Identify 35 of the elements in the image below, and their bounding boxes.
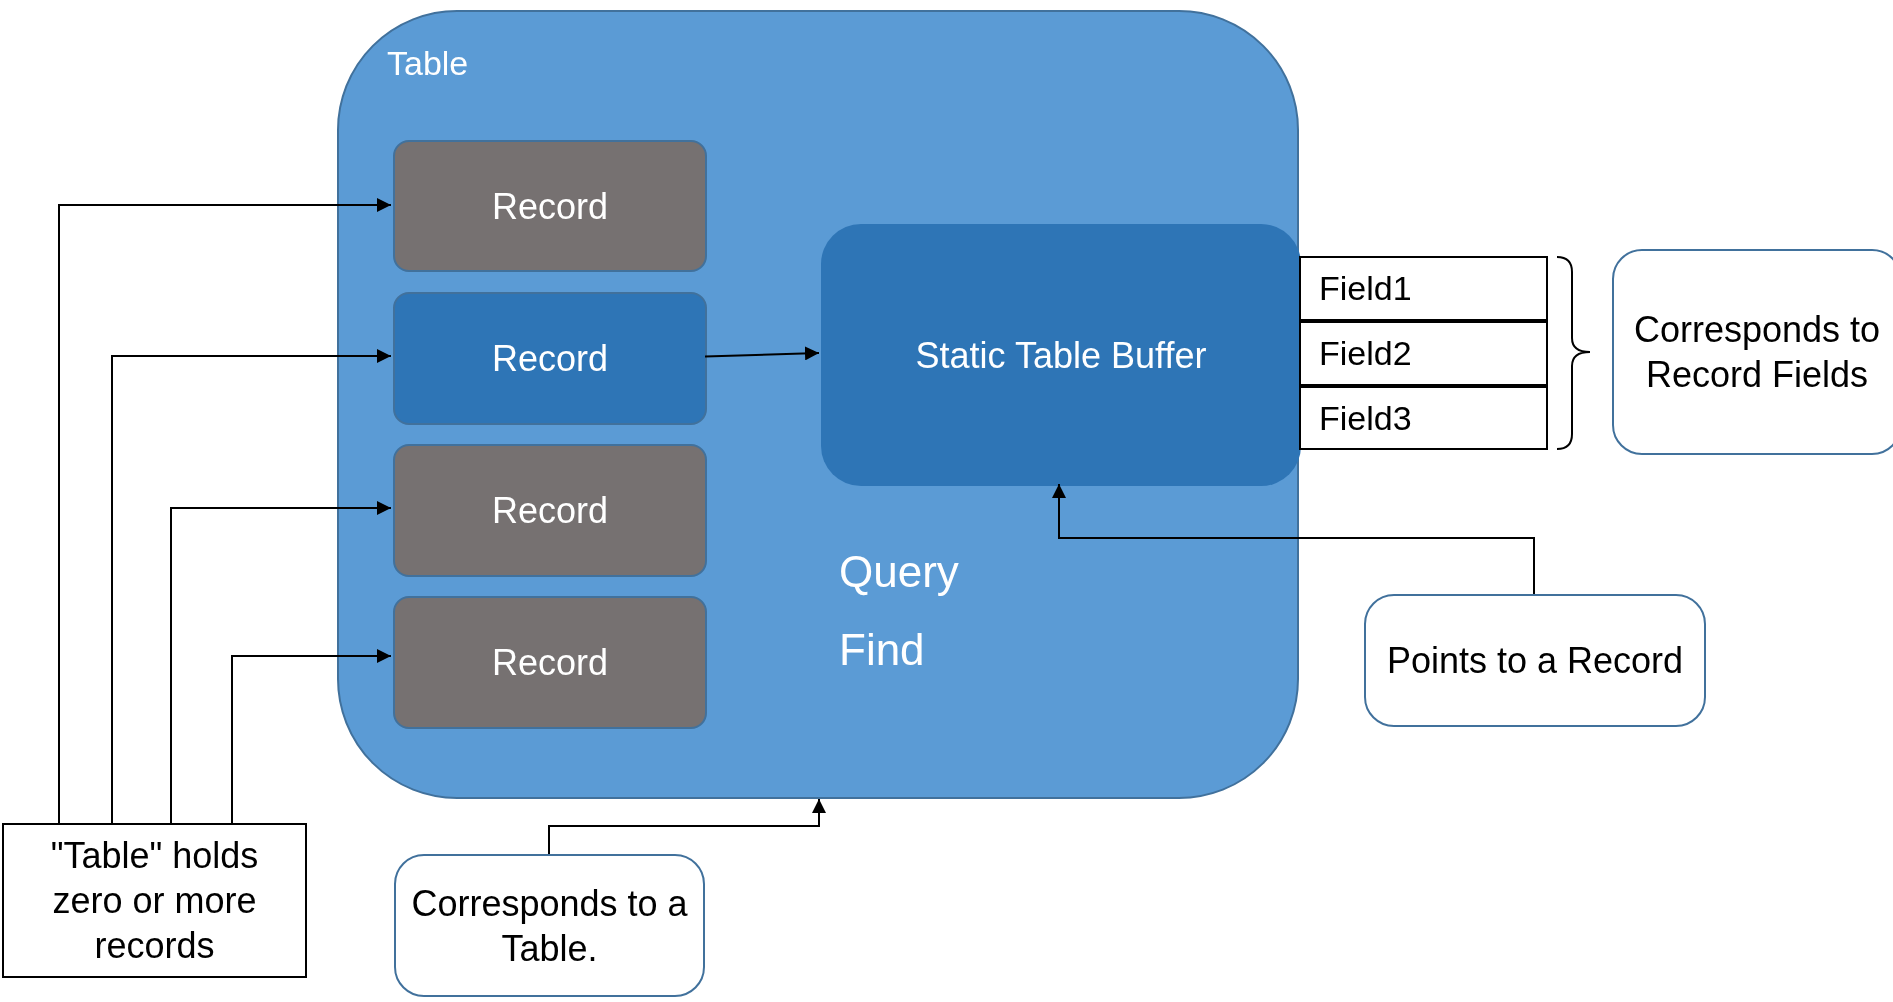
note-text: "Table" holds zero or more records [49, 834, 260, 968]
field-cell [1299, 256, 1548, 321]
field-name: Field1 [1319, 268, 1412, 310]
note-box [2, 823, 307, 978]
buffer-label: Static Table Buffer [915, 333, 1207, 378]
record-box [393, 596, 707, 729]
note-box [394, 854, 705, 997]
field-cell [1299, 321, 1548, 386]
record-label: Record [491, 184, 609, 229]
record-label: Record [491, 337, 609, 381]
arrow [548, 798, 826, 855]
arrow [704, 346, 820, 361]
arrow [58, 198, 392, 824]
record-label: Record [491, 641, 609, 685]
operation-label: Find [839, 624, 925, 676]
operation-label: Query [839, 546, 959, 598]
field-cell [1299, 386, 1548, 450]
record-box [393, 444, 707, 577]
note-text: Points to a Record [1385, 639, 1685, 683]
record-label: Record [491, 489, 609, 533]
buffer-box [821, 224, 1301, 486]
field-name: Field2 [1319, 333, 1412, 375]
record-box [393, 140, 707, 272]
arrow [231, 649, 392, 824]
note-box [1364, 594, 1706, 727]
arrow [1052, 483, 1535, 595]
note-text: Corresponds to Record Fields [1632, 308, 1882, 397]
arrow [170, 501, 392, 824]
note-text: Corresponds to a Table. [410, 881, 689, 971]
field-name: Field3 [1319, 397, 1412, 439]
table-title: Table [387, 43, 469, 84]
record-box [393, 292, 707, 425]
arrow [111, 349, 392, 824]
table-container [337, 10, 1299, 799]
note-box [1612, 249, 1893, 455]
